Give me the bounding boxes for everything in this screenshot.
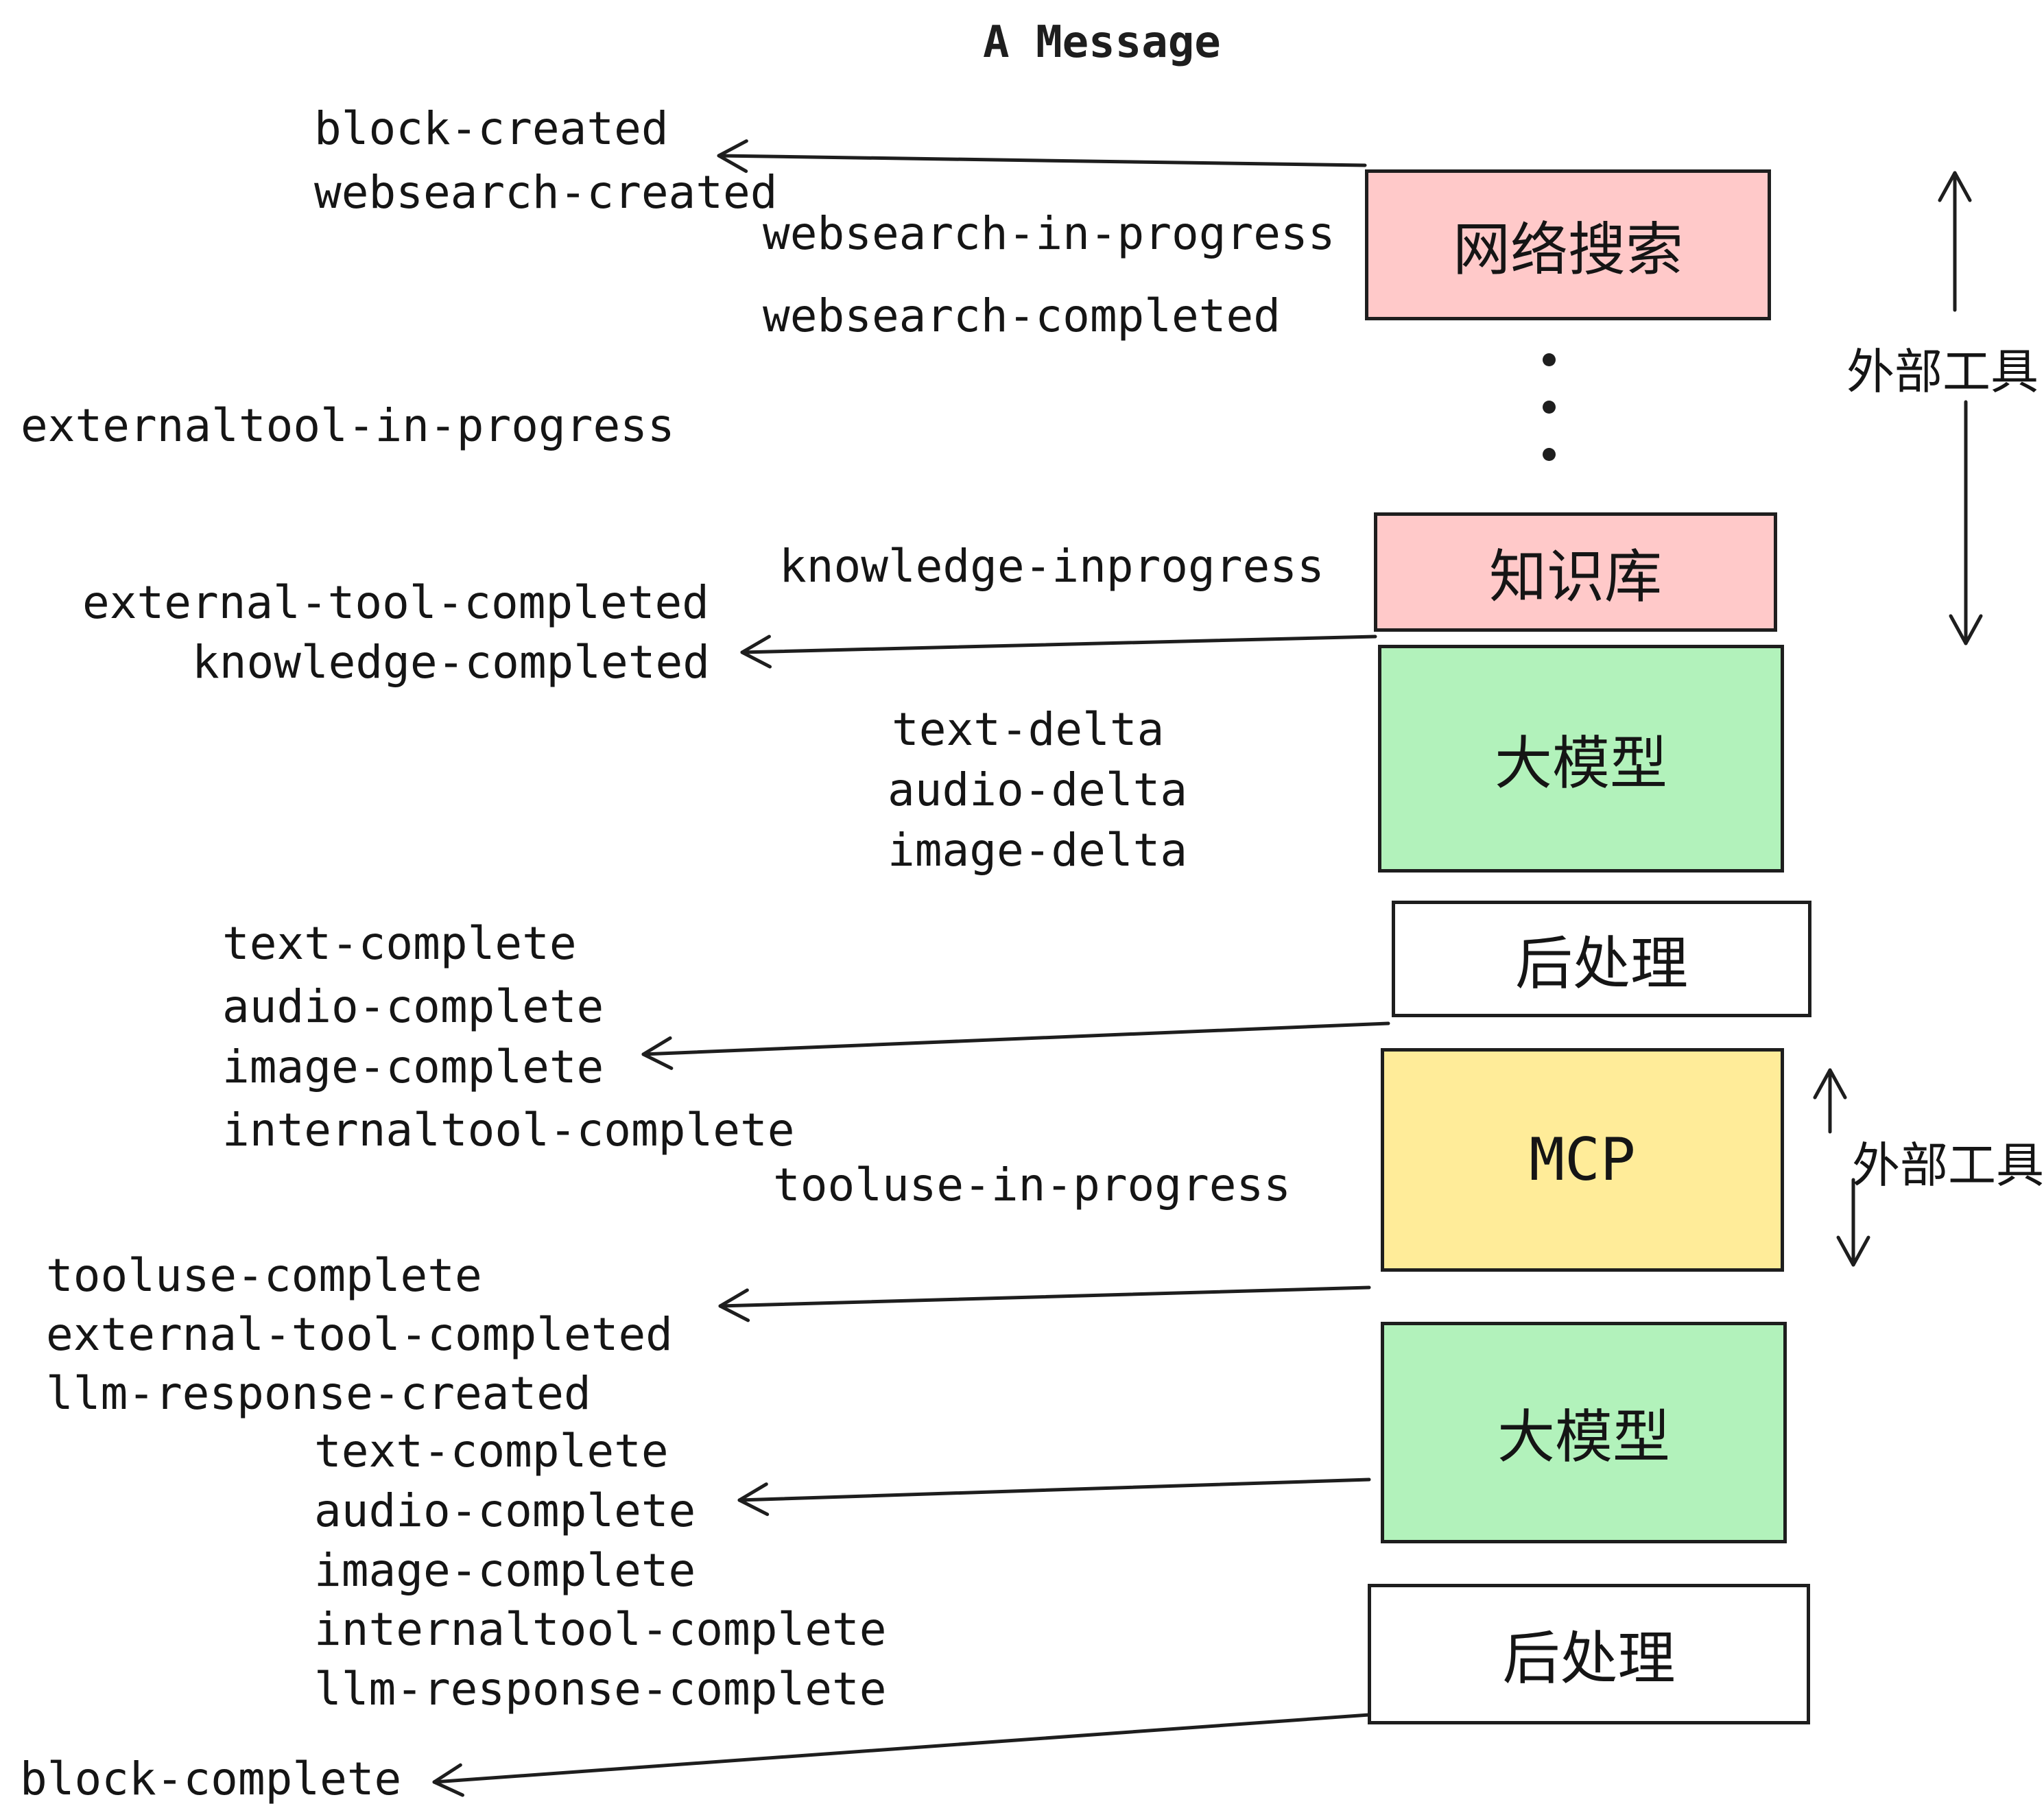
event-label-audio-complete: audio-complete xyxy=(222,980,604,1033)
event-label-websearch-created: websearch-created xyxy=(314,166,778,219)
box-knowledge: 知识库 xyxy=(1374,512,1777,632)
event-label-llm-response-complete: llm-response-complete xyxy=(314,1663,887,1716)
event-label-audio-delta: audio-delta xyxy=(888,763,1188,816)
event-label-text-complete-2: text-complete xyxy=(314,1425,669,1477)
box-llm-1: 大模型 xyxy=(1378,645,1784,873)
event-label-externaltool-in-progress: externaltool-in-progress xyxy=(21,399,675,452)
event-label-tooluse-in-progress: tooluse-in-progress xyxy=(773,1159,1291,1211)
box-websearch: 网络搜索 xyxy=(1365,169,1771,320)
event-label-image-complete-2: image-complete xyxy=(314,1544,696,1597)
box-llm-2: 大模型 xyxy=(1381,1322,1787,1543)
event-label-audio-complete-2: audio-complete xyxy=(314,1484,696,1537)
event-label-block-complete: block-complete xyxy=(20,1753,402,1804)
arrow-llm2-to-tooluse-complete xyxy=(718,1285,1371,1322)
event-label-block-created: block-created xyxy=(314,102,669,155)
event-label-llm-response-created: llm-response-created xyxy=(46,1367,591,1420)
external-tools-label-bottom: 外部工具 xyxy=(1852,1139,2044,1192)
event-label-internaltool-complete: internaltool-complete xyxy=(222,1104,795,1156)
event-label-image-delta: image-delta xyxy=(888,824,1188,877)
box-postprocess-1-label: 后处理 xyxy=(1514,931,1688,996)
box-mcp: MCP xyxy=(1381,1048,1784,1272)
arrow-llm2-to-audio-complete xyxy=(737,1477,1371,1517)
box-postprocess-2: 后处理 xyxy=(1368,1584,1810,1724)
box-postprocess-1: 后处理 xyxy=(1392,901,1811,1017)
event-label-websearch-completed: websearch-completed xyxy=(763,289,1281,342)
event-label-external-tool-completed-2: external-tool-completed xyxy=(46,1308,673,1361)
box-postprocess-2-label: 后处理 xyxy=(1502,1626,1676,1691)
event-label-external-tool-completed: external-tool-completed xyxy=(82,576,709,629)
event-label-text-complete: text-complete xyxy=(222,917,577,970)
event-label-knowledge-inprogress: knowledge-inprogress xyxy=(779,540,1324,593)
event-label-image-complete: image-complete xyxy=(222,1041,604,1093)
external-tools-label-top: 外部工具 xyxy=(1846,345,2039,399)
event-label-tooluse-complete: tooluse-complete xyxy=(46,1249,482,1302)
diagram-title: A Message xyxy=(983,17,1221,68)
arrow-postprocess2-to-block-complete xyxy=(432,1713,1371,1797)
box-mcp-label: MCP xyxy=(1529,1126,1636,1194)
arrow-knowledge-to-knowledge-completed xyxy=(740,634,1377,669)
box-llm-2-label: 大模型 xyxy=(1497,1405,1670,1469)
event-label-knowledge-completed: knowledge-completed xyxy=(192,636,710,689)
event-label-text-delta: text-delta xyxy=(892,703,1165,756)
arrow-postprocess1-to-image-complete xyxy=(641,1021,1390,1070)
arrow-websearch-to-block-created xyxy=(717,139,1367,174)
event-label-websearch-in-progress: websearch-in-progress xyxy=(763,207,1335,260)
vertical-ellipsis-icon xyxy=(1543,353,1556,461)
box-llm-1-label: 大模型 xyxy=(1494,731,1667,796)
box-websearch-label: 网络搜索 xyxy=(1452,217,1683,282)
box-knowledge-label: 知识库 xyxy=(1488,544,1662,609)
event-label-internaltool-complete-2: internaltool-complete xyxy=(314,1603,887,1656)
